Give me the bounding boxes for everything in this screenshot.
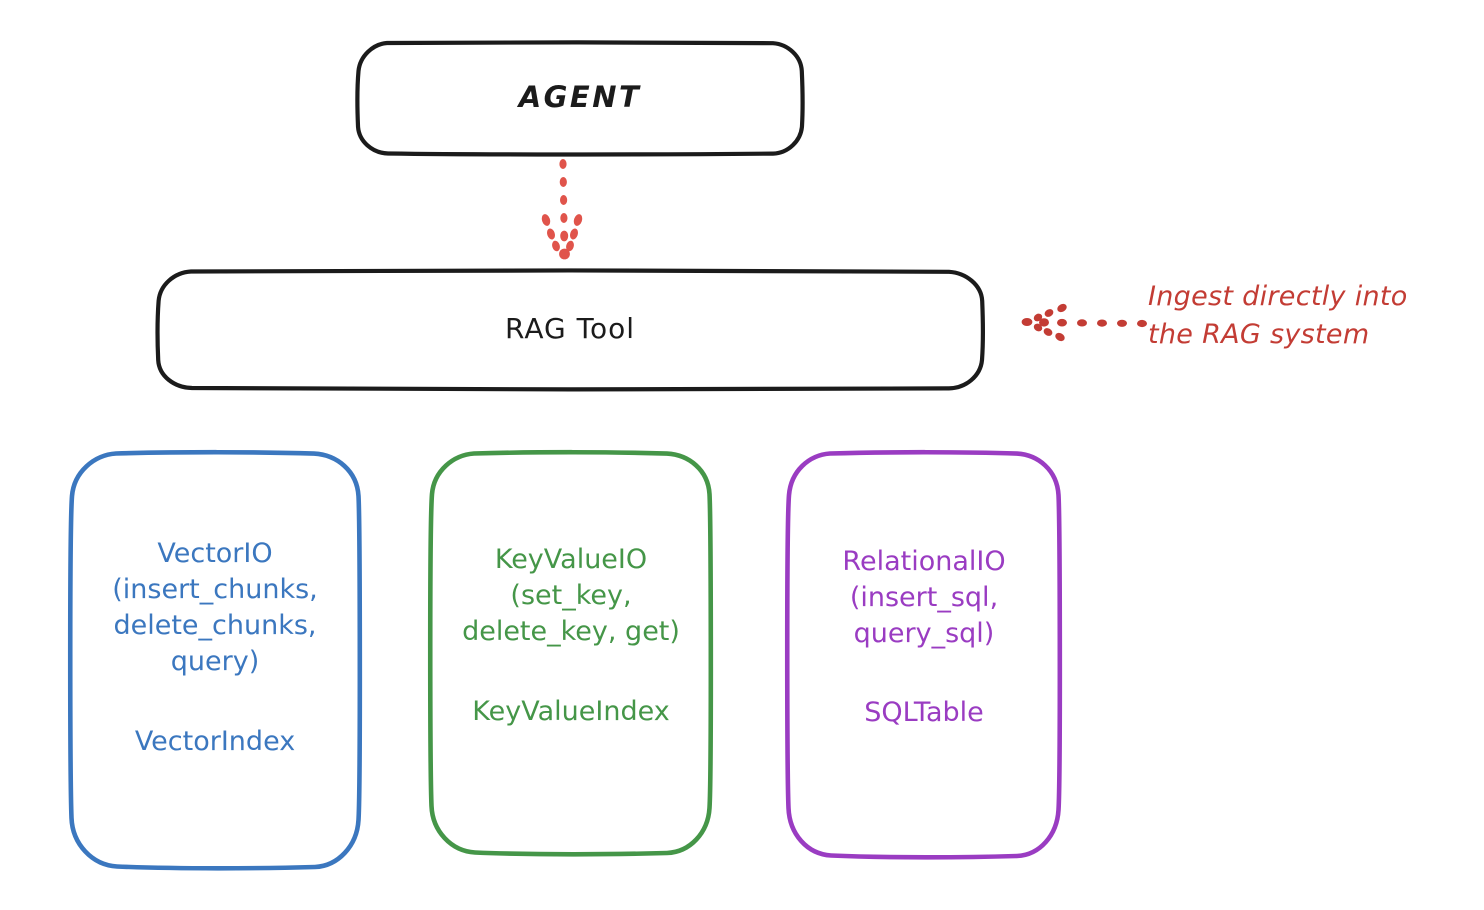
vector-io-api-label: VectorIO (insert_chunks, delete_chunks, … — [112, 538, 318, 677]
connector-ingest-arrow — [1021, 303, 1147, 342]
relational-io-api-label: RelationalIO (insert_sql, query_sql) — [842, 545, 1006, 649]
connector-agent-to-rag-tool-arrow — [541, 159, 583, 260]
vector-io-index-label: VectorIndex — [134, 725, 296, 757]
key-value-io-index-label: KeyValueIndex — [472, 695, 670, 727]
node-key-value-io[interactable]: KeyValueIO (set_key, delete_key, get) Ke… — [427, 449, 714, 857]
agent-label: AGENT — [518, 80, 642, 115]
rag-tool-label: RAG Tool — [505, 312, 635, 346]
annotation-ingest-directly: Ingest directly into the RAG system — [1148, 281, 1408, 351]
node-agent[interactable]: AGENT — [355, 40, 805, 157]
node-vector-io[interactable]: VectorIO (insert_chunks, delete_chunks, … — [67, 449, 363, 871]
relational-io-index-label: SQLTable — [864, 697, 984, 729]
node-rag-tool[interactable]: RAG Tool — [155, 268, 986, 392]
node-relational-io[interactable]: RelationalIO (insert_sql, query_sql) SQL… — [784, 449, 1063, 860]
key-value-io-api-label: KeyValueIO (set_key, delete_key, get) — [462, 544, 680, 647]
